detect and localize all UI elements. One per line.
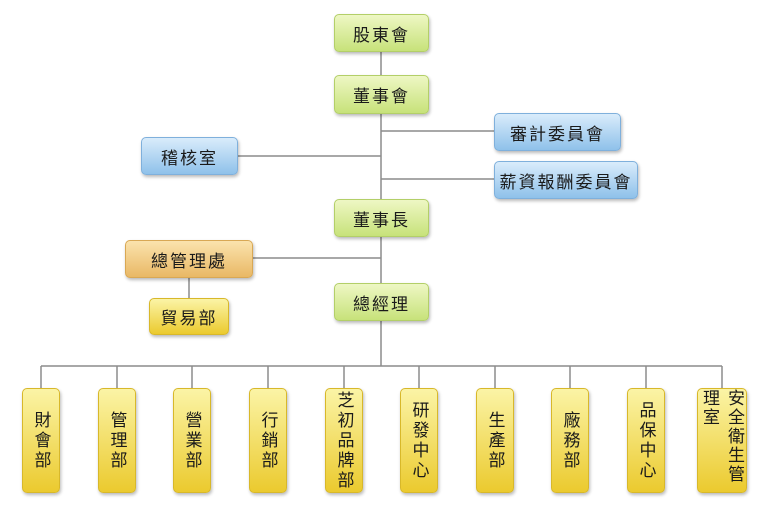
dept-brand: 芝初品牌部 [325, 388, 363, 493]
dept-finance-accounting: 財會部 [22, 388, 60, 493]
node-board: 董事會 [334, 75, 429, 114]
node-chairman: 董事長 [334, 199, 429, 237]
dept-marketing: 行銷部 [249, 388, 287, 493]
dept-management: 管理部 [98, 388, 136, 493]
node-general-admin: 總管理處 [125, 240, 253, 278]
dept-sales: 營業部 [173, 388, 211, 493]
node-audit-office: 稽核室 [141, 137, 238, 175]
dept-safety-health: 安全衛生管理室 [697, 388, 747, 493]
node-trade-dept: 貿易部 [149, 298, 229, 335]
dept-plant-affairs: 廠務部 [551, 388, 589, 493]
node-compensation-committee: 薪資報酬委員會 [494, 161, 638, 199]
node-shareholders: 股東會 [334, 14, 429, 52]
dept-production: 生產部 [476, 388, 514, 493]
node-audit-committee: 審計委員會 [494, 113, 621, 151]
dept-rnd-center: 研發中心 [400, 388, 438, 493]
node-general-manager: 總經理 [334, 283, 429, 321]
dept-quality-assurance: 品保中心 [627, 388, 665, 493]
